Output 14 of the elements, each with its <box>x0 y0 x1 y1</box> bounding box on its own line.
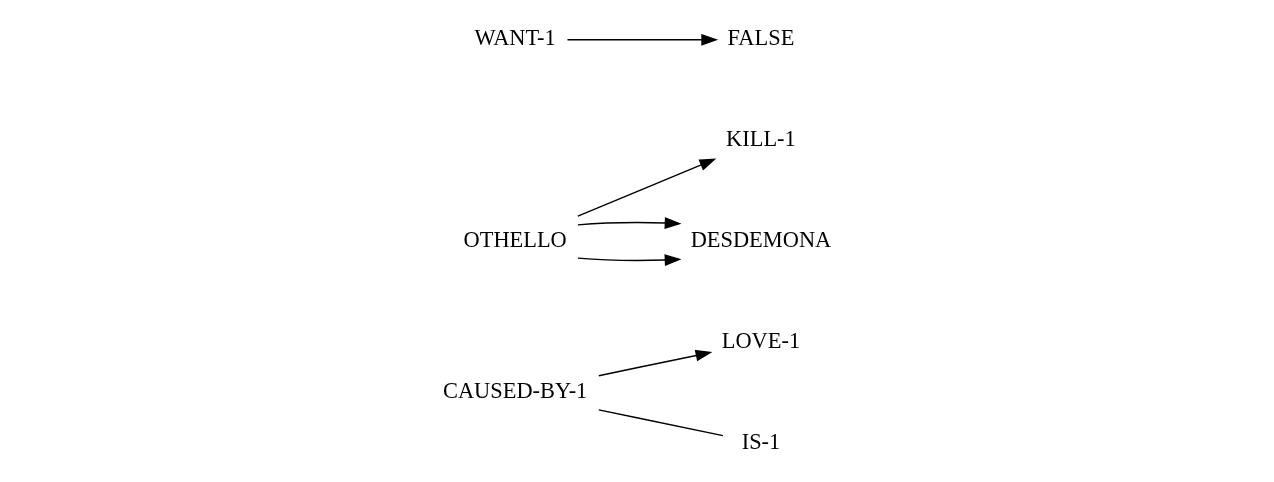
arrow <box>598 349 713 376</box>
arrow <box>577 158 717 217</box>
arrow <box>577 216 682 229</box>
node-text: WANT-1 <box>474 24 556 50</box>
node-text: IS-1 <box>741 428 781 454</box>
node-text: CAUSED-BY-1 <box>442 377 588 403</box>
arrow <box>566 33 719 46</box>
node-text: FALSE <box>727 24 795 50</box>
arrow <box>577 253 682 266</box>
connector <box>598 408 724 436</box>
node-text: DESDEMONA <box>690 226 832 252</box>
node-text: OTHELLO <box>463 226 567 252</box>
node-text: LOVE-1 <box>721 327 801 353</box>
node-text: KILL-1 <box>726 125 796 151</box>
